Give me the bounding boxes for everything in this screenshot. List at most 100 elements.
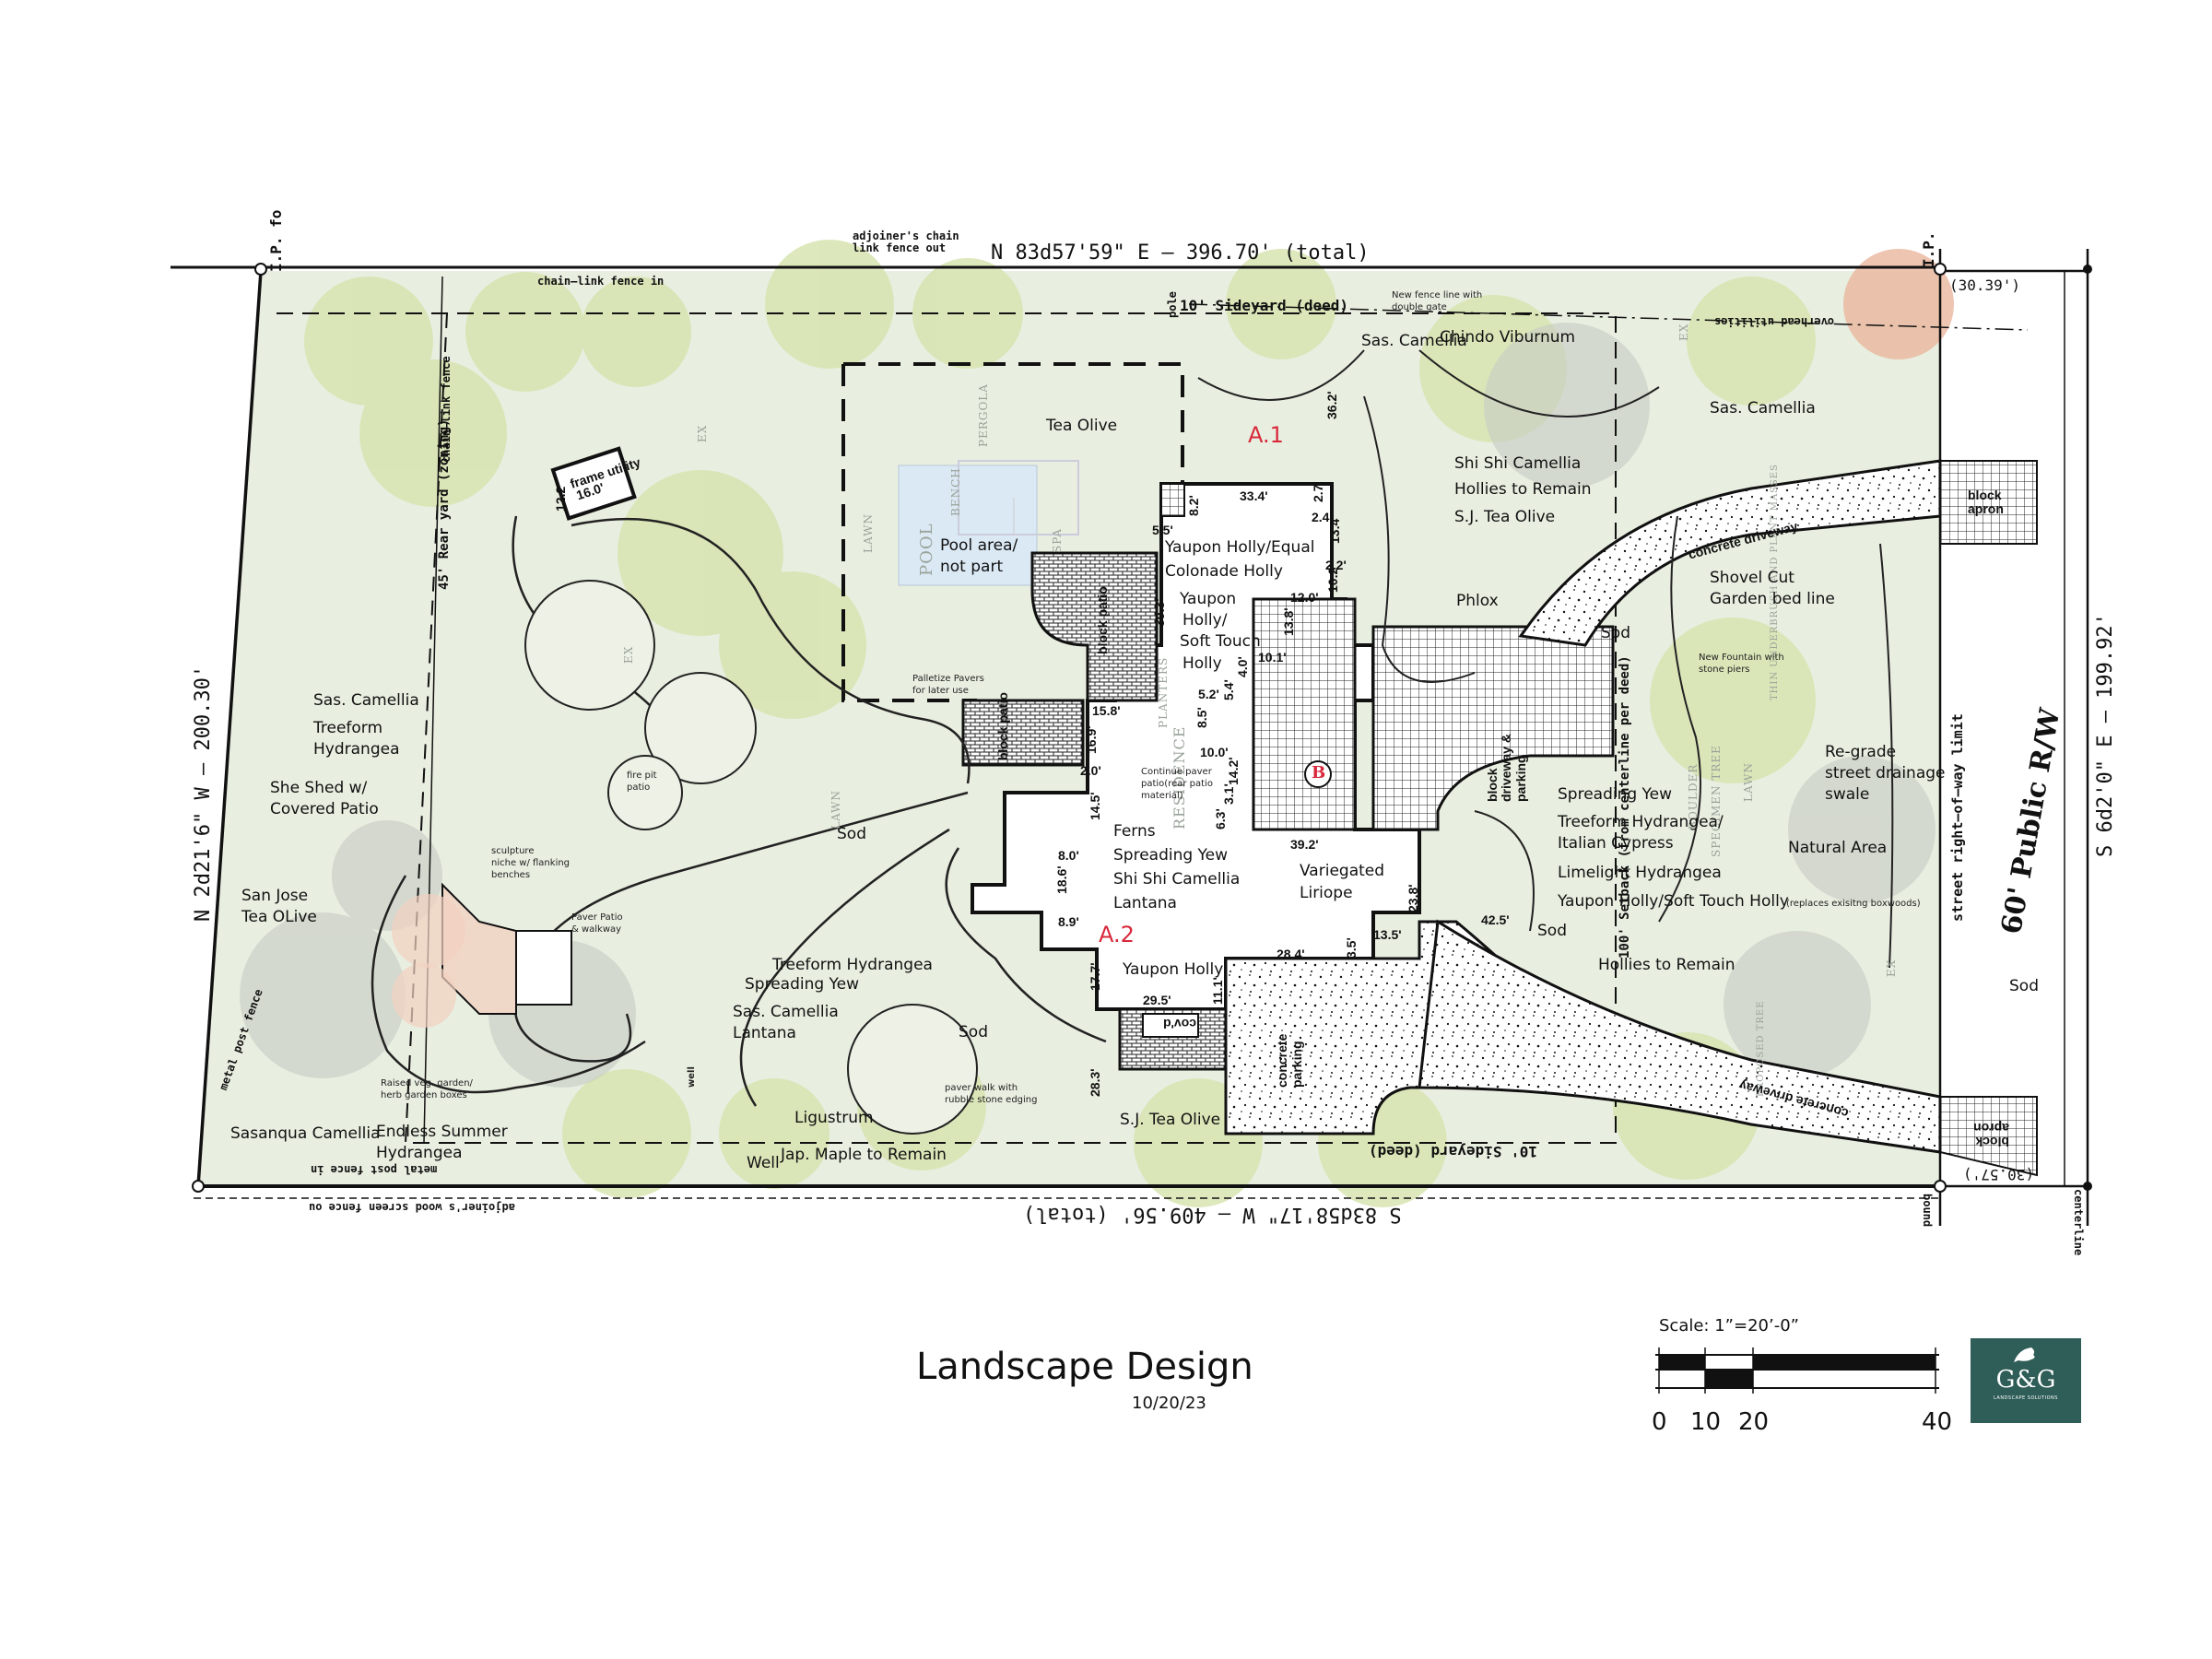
label-continue-paver-3: material) [1141, 791, 1183, 801]
dim: 2.2' [1325, 558, 1347, 572]
south-sideyard: 10' Sideyard (deed) [1369, 1143, 1538, 1160]
label-lantana-s: Lantana [733, 1024, 796, 1042]
label-palletize-1: Palletize Pavers [912, 674, 984, 684]
label-yaupon-soft-touch-e: Yaupon Holly/Soft Touch Holly [1558, 892, 1789, 911]
south-bearing: S 83d58'17" W – 409.56' (total) [1023, 1203, 1402, 1226]
block-driveway-label: block driveway & parking [1485, 734, 1528, 802]
ghost-planters: PLANTERS [1157, 656, 1170, 728]
label-sod-c: Sod [837, 825, 866, 843]
new-fence-note: New fence line with double gate [1392, 290, 1483, 312]
label-yaupon-soft-1: Yaupon [1180, 590, 1237, 608]
label-well-tag: well [687, 1066, 697, 1088]
label-san-jose-2: Tea OLive [241, 908, 317, 926]
west-bearing: N 2d21'6" W – 200.30' [192, 665, 215, 922]
dim: 10.1' [1258, 650, 1287, 665]
chain-link-fence-west: chain–link fence [440, 356, 453, 463]
ip-nw: I.P. fo [267, 209, 285, 272]
dim: 2.7' [1311, 481, 1325, 502]
label-sj-tea-olive-s: S.J. Tea Olive [1120, 1111, 1221, 1129]
label-limelight-hydrangea: Limelight Hydrangea [1558, 864, 1722, 882]
dim: 17.7' [1088, 962, 1102, 991]
label-tea-olive: Tea Olive [1046, 417, 1118, 435]
dim: 4.0' [1235, 656, 1250, 677]
dim: 15.8' [1092, 703, 1121, 718]
block-patio-label: block patio [1095, 586, 1110, 654]
label-treeform-italian-1: Treeform Hydrangea/ [1558, 813, 1724, 831]
label-continue-paver-2: patio(rear patio [1141, 779, 1213, 789]
label-pool-area-2: not part [940, 558, 1004, 576]
label-hollies-remain-e: Hollies to Remain [1598, 956, 1735, 974]
pole-label: pole [1166, 291, 1179, 318]
se-offset: (30.57') [1963, 1166, 2035, 1183]
ne-offset: (30.39') [1949, 276, 2021, 294]
label-paver-patio-1: Paver Patio [571, 912, 623, 923]
dim: 11.1' [1210, 977, 1225, 1005]
label-ligustrum: Ligustrum [794, 1109, 874, 1127]
label-sas-camellia-w: Sas. Camellia [313, 691, 419, 710]
label-sas-camellia-s: Sas. Camellia [733, 1003, 839, 1021]
label-she-shed-1: She Shed w/ [270, 779, 368, 797]
adjoiner-north-fence: adjoiner's chain link fence out [853, 229, 959, 255]
label-variegated-2: Liriope [1300, 884, 1353, 902]
scale-tick-40: 40 [1922, 1408, 1953, 1436]
metal-post-fence-in: metal post fence in [311, 1163, 438, 1176]
dim: 39.2' [1290, 837, 1319, 852]
centerline-label: centerline [2072, 1189, 2085, 1256]
dim: 29.5' [1143, 993, 1171, 1007]
dim: 10.0' [1200, 745, 1229, 759]
dim: 8.2' [1186, 495, 1201, 516]
label-sas-camellia-ne: Sas. Camellia [1710, 399, 1816, 418]
label-ferns: Ferns [1113, 822, 1156, 841]
block-apron-label: block apron [1968, 488, 2004, 517]
label-shovel-cut-2: Garden bed line [1710, 590, 1835, 608]
label-sod-se: Sod [1537, 922, 1567, 940]
label-jap-maple: Jap. Maple to Remain [781, 1146, 947, 1164]
label-sod-e: Sod [1601, 624, 1630, 642]
label-paver-patio-2: & walkway [571, 924, 622, 935]
dim: 8.9' [1058, 914, 1079, 929]
label-yaupon-soft-3: Soft Touch [1180, 632, 1261, 651]
dim: 8.5' [1194, 707, 1209, 728]
ghost-pool: POOL [917, 523, 936, 576]
dim: 3.1' [1221, 783, 1236, 805]
dim: 12.0' [1290, 590, 1319, 605]
dim: 28.4' [1277, 947, 1305, 961]
dim: 42.5' [1481, 912, 1510, 927]
label-new-fountain-1: New Fountain with [1699, 653, 1784, 663]
label-shi-shi-camellia-n: Shi Shi Camellia [1454, 454, 1582, 473]
label-sod-s: Sod [959, 1023, 988, 1041]
ghost-ex-3: EX [1677, 323, 1690, 341]
label-endless-summer-2: Hydrangea [376, 1144, 463, 1162]
fire-pit-label: fire pit patio [627, 771, 657, 793]
label-lantana-c: Lantana [1113, 894, 1177, 912]
label-raised-veg-2: herb garden boxes [381, 1090, 467, 1100]
ghost-lawn-e: LAWN [1742, 762, 1755, 802]
dim: 5.5' [1152, 523, 1173, 537]
oak-leaf-icon [2014, 1347, 2035, 1362]
east-bearing: S 6d2'0" E – 199.92' [2094, 613, 2117, 857]
scale-tick-10: 10 [1690, 1408, 1722, 1436]
ghost-ex-2: EX [622, 645, 635, 664]
scale-tick-20: 20 [1738, 1408, 1770, 1436]
label-palletize-2: for later use [912, 686, 969, 696]
label-spreading-yew-e: Spreading Yew [1558, 785, 1673, 804]
dim: 36.2' [1324, 391, 1339, 419]
label-continue-paver-1: Continue paver [1141, 767, 1212, 777]
dim: 2.0' [1080, 763, 1101, 778]
covd-label: cov'd [1163, 1017, 1197, 1031]
label-variegated-1: Variegated [1300, 862, 1385, 880]
label-phlox: Phlox [1456, 592, 1499, 610]
dim: 6.3' [1213, 808, 1228, 830]
frame-utility-height: 12.2' [553, 483, 568, 512]
ghost-bench: BENCH [949, 467, 962, 516]
label-treeform-w-1: Treeform [313, 719, 383, 737]
dim: 28.3' [1088, 1068, 1102, 1097]
dim: 16.9' [1084, 725, 1099, 754]
label-treeform-w-2: Hydrangea [313, 740, 400, 759]
ghost-specimen-tree: SPECIMEN TREE [1710, 745, 1723, 857]
label-yaupon-soft-4: Holly [1182, 654, 1222, 673]
label-pool-area-1: Pool area/ [940, 536, 1018, 555]
label-sas-camellia-n: Sas. Camellia [1361, 332, 1467, 350]
label-shovel-cut-1: Shovel Cut [1710, 569, 1794, 587]
ghost-spa: SPA [1051, 528, 1064, 553]
